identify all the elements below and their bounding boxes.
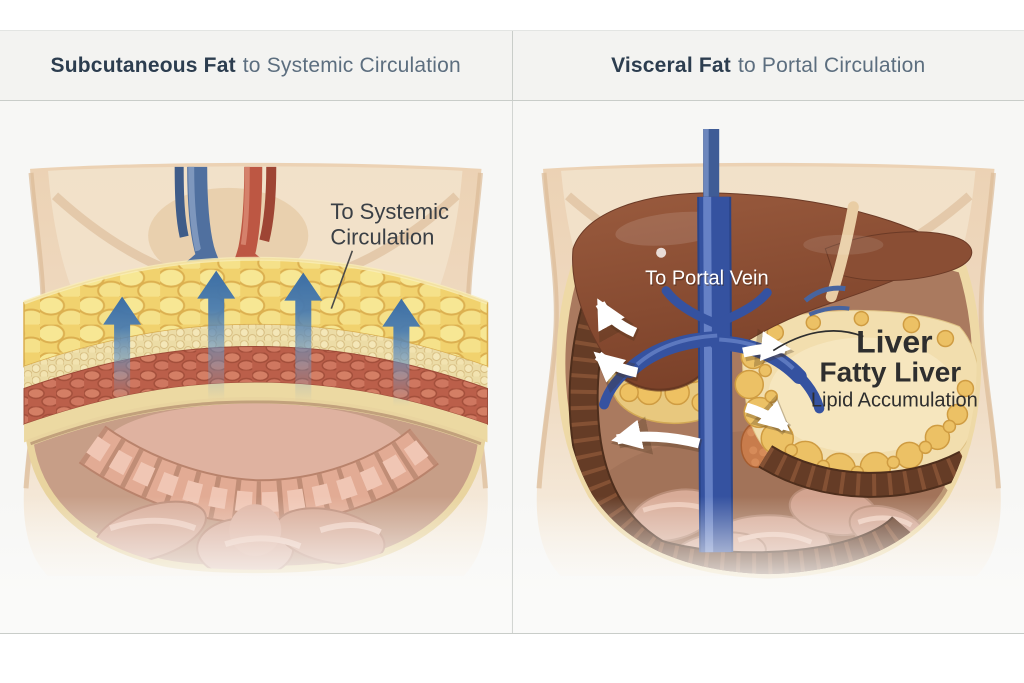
panel-subcutaneous: To Systemic Circulation — [0, 101, 512, 633]
portal-vein-label-text: To Portal Vein — [645, 268, 768, 290]
peritoneal-fat-layer — [24, 382, 488, 443]
leader-line — [772, 330, 864, 352]
systemic-circulation-label: To Systemic Circulation — [330, 199, 449, 309]
up-arrow-icon — [382, 298, 421, 407]
fatty-acid-arrow-icon — [744, 400, 790, 432]
fatty-liver-label: Liver Fatty Liver Lipid Accumulation — [772, 324, 977, 411]
fatty-liver-label-text: Fatty Liver — [819, 357, 961, 388]
fatty-acid-arrow-icon — [593, 351, 638, 383]
fascia-layer — [24, 324, 488, 389]
portal-vein — [598, 128, 850, 553]
liver-label-text: Liver — [856, 324, 933, 360]
up-arrow-icon — [284, 272, 323, 403]
portal-vein-label: To Portal Vein To Portal Vein — [645, 268, 769, 291]
subcutaneous-illustration: To Systemic Circulation — [0, 162, 512, 633]
fatty-acid-arrow-icon — [741, 331, 791, 362]
panel-visceral: To Portal Vein To Portal Vein Liver Fatt… — [512, 101, 1024, 633]
top-margin — [0, 0, 1024, 30]
header-right-title: Visceral Fat to Portal Circulation — [513, 31, 1024, 100]
systemic-label-line1: To Systemic — [330, 199, 449, 224]
svg-text:To Portal Vein: To Portal Vein — [646, 269, 769, 291]
up-arrow-icon — [197, 270, 236, 401]
bottom-fade — [0, 496, 512, 633]
lipid-accumulation-label-text: Lipid Accumulation — [810, 389, 977, 411]
visceral-illustration: To Portal Vein To Portal Vein Liver Fatt… — [512, 128, 1024, 633]
leader-line — [330, 250, 354, 309]
header-left-rest: to Systemic Circulation — [242, 53, 461, 77]
header-left-emphasis: Subcutaneous Fat — [50, 53, 236, 77]
header-left-title: Subcutaneous Fat to Systemic Circulation — [0, 31, 512, 100]
fatty-liver-region — [733, 309, 977, 490]
up-arrow-icon — [103, 296, 142, 401]
systemic-label-line2: Circulation — [330, 225, 434, 250]
fatty-acid-arrow-icon — [610, 419, 700, 450]
fatty-acid-arrow-icon — [595, 298, 637, 338]
header-right-rest: to Portal Circulation — [737, 53, 926, 77]
portal-flow-arrows — [593, 298, 791, 450]
bottom-fade — [512, 496, 1024, 633]
liver — [571, 192, 972, 392]
header: Subcutaneous Fat to Systemic Circulation… — [0, 30, 1024, 101]
panel-divider — [511, 101, 513, 633]
systemic-flow-arrows — [103, 270, 421, 407]
transverse-colon — [757, 445, 972, 498]
bottom-margin — [0, 634, 1024, 683]
header-divider — [511, 31, 513, 100]
header-right-emphasis: Visceral Fat — [611, 53, 731, 77]
panels: To Systemic Circulation — [0, 101, 1024, 634]
